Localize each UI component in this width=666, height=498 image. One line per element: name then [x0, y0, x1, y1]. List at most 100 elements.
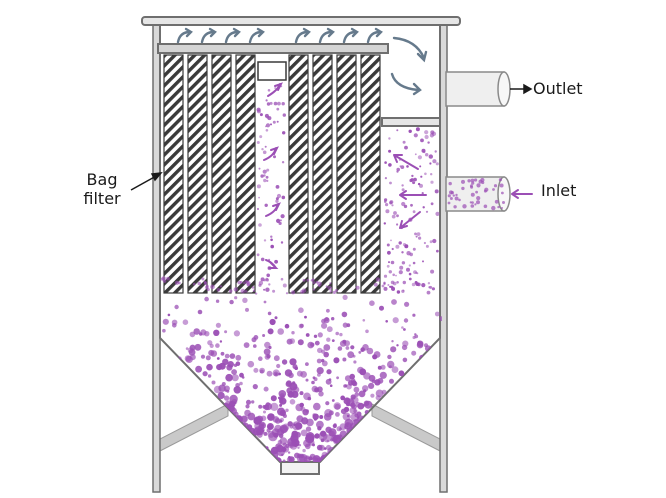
dust-particle: [391, 433, 395, 437]
dust-particle: [263, 178, 267, 183]
dust-particle: [499, 183, 504, 188]
dust-particle: [353, 440, 361, 447]
dust-particle: [403, 402, 408, 406]
dust-particle: [409, 178, 413, 183]
dust-particle: [389, 433, 396, 441]
dust-particle: [266, 179, 269, 182]
dust-particle: [164, 417, 173, 426]
dust-particle: [263, 348, 271, 356]
dust-particle: [390, 346, 397, 353]
dust-particle: [189, 453, 194, 458]
dust-particle: [274, 87, 277, 89]
dust-particle: [396, 281, 399, 284]
dust-particle: [325, 285, 328, 288]
dust-particle: [400, 394, 405, 399]
dust-particle: [409, 407, 413, 411]
dust-particle: [348, 432, 356, 441]
dust-particle: [412, 247, 416, 251]
dust-particle: [169, 399, 176, 406]
dust-particle: [265, 287, 270, 292]
dust-particle: [287, 451, 291, 454]
dust-particle: [187, 385, 192, 390]
dust-particle: [431, 420, 435, 424]
dust-particle: [389, 442, 396, 449]
dust-particle: [346, 398, 355, 407]
dust-particle: [410, 377, 414, 381]
dust-particle: [416, 232, 421, 237]
dust-particle: [377, 436, 383, 442]
dust-particle: [417, 376, 423, 382]
dust-particle: [408, 264, 411, 267]
dust-particle: [167, 405, 172, 409]
dust-particle: [252, 289, 256, 292]
dust-particle: [196, 403, 201, 408]
dust-particle: [253, 443, 262, 452]
dust-particle: [326, 457, 334, 462]
dust-particle: [261, 148, 264, 151]
dust-particle: [426, 456, 432, 462]
dust-particle: [351, 404, 357, 410]
dust-particle: [389, 409, 393, 413]
dust-particle: [246, 454, 255, 462]
dust-particle: [316, 367, 324, 375]
dust-particle: [298, 444, 302, 447]
dust-particle: [471, 201, 474, 204]
dust-particle: [390, 239, 392, 242]
dust-particle: [426, 383, 431, 389]
dust-particle: [319, 415, 324, 419]
dust-particle: [458, 198, 461, 202]
dust-particle: [233, 386, 242, 394]
dust-particle: [424, 134, 429, 140]
dust-particle: [395, 439, 401, 444]
dust-particle: [258, 223, 262, 227]
dust-particle: [397, 409, 405, 418]
dust-particle: [306, 278, 310, 282]
dust-particle: [374, 379, 381, 386]
dust-particle: [370, 393, 375, 398]
dust-particle: [425, 153, 429, 157]
dust-particle: [414, 333, 417, 336]
dust-particle: [431, 373, 438, 380]
dust-particle: [236, 454, 244, 462]
dust-particle: [420, 175, 423, 178]
dust-particle: [398, 370, 405, 377]
dust-particle: [313, 334, 318, 338]
dust-particle: [326, 308, 330, 313]
dust-particle: [391, 366, 399, 373]
dust-particle: [200, 446, 210, 456]
dust-particle: [348, 450, 356, 458]
dust-particle: [412, 409, 418, 415]
dust-particle: [244, 280, 248, 283]
dust-particle: [362, 454, 370, 462]
dust-particle: [408, 277, 412, 281]
dust-particle: [240, 288, 246, 294]
dust-particle: [401, 188, 405, 192]
dust-particle: [263, 174, 266, 177]
dust-particle: [396, 344, 399, 347]
dust-particle: [229, 394, 238, 404]
dust-particle: [329, 282, 332, 285]
dust-particle: [429, 449, 433, 452]
dust-particle: [422, 364, 426, 368]
dust-particle: [194, 381, 200, 387]
dust-particle: [300, 290, 304, 294]
dust-particle: [218, 428, 223, 433]
dust-particle: [429, 415, 434, 420]
dust-particle: [432, 238, 437, 244]
dust-particle: [368, 382, 375, 389]
dust-particle: [358, 390, 366, 398]
dust-particle: [429, 162, 432, 165]
dust-particle: [221, 449, 225, 452]
dust-particle: [192, 452, 197, 457]
dust-particle: [232, 458, 237, 462]
dust-particle: [333, 357, 340, 364]
dust-particle: [187, 392, 191, 397]
dust-particle: [415, 235, 418, 238]
dust-particle: [248, 435, 252, 440]
bag-filter-label: Bag filter: [76, 170, 128, 208]
dust-particle: [311, 380, 315, 385]
dust-particle: [251, 286, 255, 289]
dust-particle: [389, 398, 398, 407]
dust-particle: [189, 392, 194, 397]
dust-particle: [253, 442, 263, 453]
